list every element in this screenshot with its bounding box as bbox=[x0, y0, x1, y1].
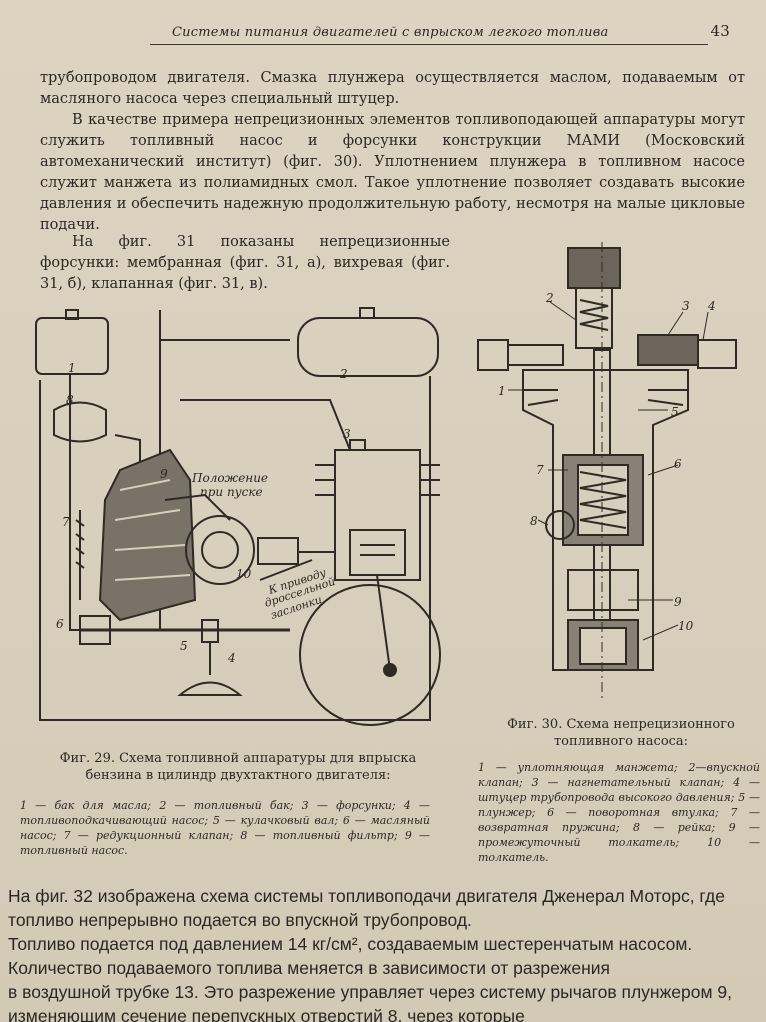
pump-hatching bbox=[114, 479, 191, 581]
oil-tank-cap bbox=[65, 309, 79, 320]
label-5: 5 bbox=[671, 405, 679, 419]
running-header: Системы питания двигателей с впрыском ле… bbox=[150, 22, 750, 48]
return-spring bbox=[579, 471, 627, 529]
pump-body bbox=[522, 369, 689, 671]
rack bbox=[545, 510, 575, 540]
inlet-valve-body bbox=[575, 287, 613, 349]
figure-30-diagram: 1 2 3 4 5 6 7 8 9 10 bbox=[477, 242, 737, 700]
fuel-tank bbox=[297, 317, 439, 377]
left-fitting-body bbox=[507, 344, 564, 366]
label-10: 10 bbox=[236, 567, 252, 581]
text-block-fig31: На фиг. 31 показаны непрецизионные форсу… bbox=[40, 232, 450, 295]
return-line bbox=[39, 376, 431, 721]
figure-29-caption: Фиг. 29. Схема топливной аппаратуры для … bbox=[18, 750, 458, 784]
oil-pump bbox=[79, 615, 111, 645]
pump-housing-inner bbox=[201, 531, 239, 569]
high-pressure-union bbox=[697, 339, 737, 369]
injector-line bbox=[180, 399, 360, 451]
top-nut bbox=[567, 247, 621, 289]
fuel-filter bbox=[53, 401, 107, 443]
figure-29-diagram: 1 2 3 4 5 6 7 8 9 10 Положение при пуске… bbox=[35, 307, 441, 726]
bottom-line-2: Топливо подается под давлением 14 кг/см²… bbox=[8, 934, 693, 978]
inlet-valve-spring bbox=[579, 299, 609, 331]
figure-30-legend: 1 — уплотняющая манжета; 2—впускной клап… bbox=[478, 761, 760, 864]
fuel-pump-body bbox=[98, 448, 197, 622]
label-start-2: при пуске bbox=[200, 485, 263, 499]
pump-housing bbox=[185, 515, 255, 585]
piston bbox=[349, 529, 406, 576]
crank-pin bbox=[383, 663, 397, 677]
intake-pipe bbox=[257, 537, 299, 565]
label-7: 7 bbox=[536, 463, 544, 477]
lift-pump bbox=[177, 681, 243, 696]
lever bbox=[164, 493, 231, 521]
intermediate-tappet bbox=[567, 569, 639, 611]
bottom-line-3: в воздушной трубке 13. Это разрежение уп… bbox=[8, 982, 732, 1022]
label-9: 9 bbox=[160, 467, 168, 481]
label-start-1: Положение bbox=[191, 471, 268, 485]
leader-lines bbox=[508, 301, 709, 641]
figure-30-caption-line-1: Фиг. 30. Схема непрецизионного bbox=[507, 717, 735, 732]
piston-rings bbox=[360, 544, 395, 556]
text-block-bottom: На фиг. 32 изображена схема системы топл… bbox=[8, 884, 766, 1022]
header-rule bbox=[150, 44, 708, 45]
label-3: 3 bbox=[682, 299, 690, 313]
label-1: 1 bbox=[498, 384, 506, 398]
reducing-valve bbox=[75, 510, 85, 600]
label-4: 4 bbox=[707, 299, 716, 313]
label-2: 2 bbox=[545, 291, 554, 305]
label-4: 4 bbox=[227, 651, 236, 665]
label-1: 1 bbox=[68, 361, 76, 375]
cylinder-fins bbox=[315, 464, 440, 496]
body-hatching bbox=[523, 389, 688, 406]
label-2: 2 bbox=[339, 367, 348, 381]
delivery-valve bbox=[637, 334, 699, 366]
label-8: 8 bbox=[530, 514, 538, 528]
label-7: 7 bbox=[62, 515, 70, 529]
figure-30-caption: Фиг. 30. Схема непрецизионного топливног… bbox=[476, 716, 766, 750]
paragraph-3: На фиг. 31 показаны непрецизионные форсу… bbox=[40, 234, 450, 292]
connecting-rod bbox=[376, 574, 391, 671]
left-fitting bbox=[477, 339, 509, 371]
figure-30-caption-line-2: топливного насоса: bbox=[553, 734, 689, 749]
header-title: Системы питания двигателей с впрыском ле… bbox=[172, 25, 609, 40]
label-10: 10 bbox=[678, 619, 694, 633]
tappet-bore bbox=[579, 627, 627, 665]
paragraph-2: В качестве примера непрецизионных элемен… bbox=[40, 112, 745, 233]
crankcase bbox=[299, 584, 441, 726]
figure-29-caption-line-1: Фиг. 29. Схема топливной аппаратуры для … bbox=[59, 751, 417, 766]
injector bbox=[349, 439, 366, 451]
label-6: 6 bbox=[56, 617, 64, 631]
label-9: 9 bbox=[674, 595, 682, 609]
engine-cylinder bbox=[334, 449, 421, 581]
bottom-line-1: На фиг. 32 изображена схема системы топл… bbox=[8, 886, 725, 930]
page-number: 43 bbox=[710, 22, 730, 40]
label-5: 5 bbox=[180, 639, 188, 653]
figure-29-legend: 1 — бак для масла; 2 — топливный бак; 3 … bbox=[20, 799, 430, 857]
text-block-top: трубопроводом двигателя. Смазка плунжера… bbox=[40, 68, 745, 236]
label-6: 6 bbox=[674, 457, 682, 471]
label-8: 8 bbox=[66, 393, 74, 407]
drive-pointer bbox=[259, 559, 313, 581]
paragraph-1: трубопроводом двигателя. Смазка плунжера… bbox=[40, 70, 745, 107]
figure-29-caption-line-2: бензина в цилиндр двухтактного двигателя… bbox=[85, 768, 391, 783]
fuel-tank-cap bbox=[359, 307, 375, 319]
label-3: 3 bbox=[343, 427, 351, 441]
